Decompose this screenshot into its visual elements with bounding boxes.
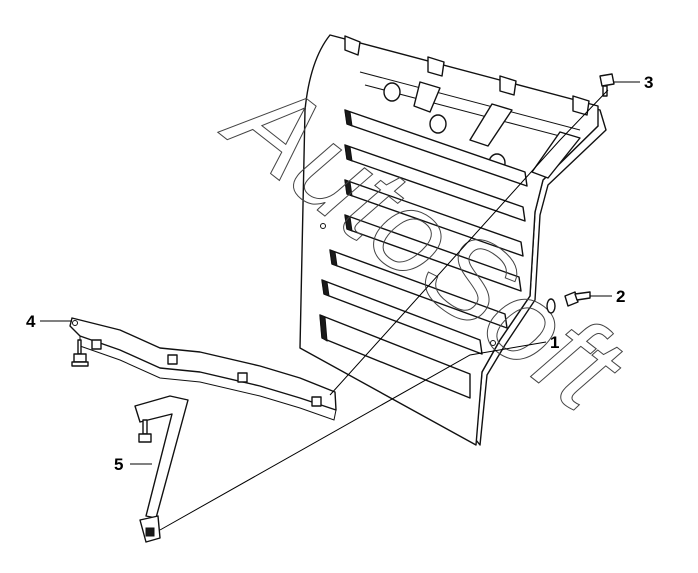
part-1-splash-shield [299, 34, 607, 446]
part-3-bolt [599, 73, 615, 97]
callout-3: 3 [644, 73, 653, 92]
callout-5: 5 [114, 455, 123, 474]
louvers [319, 109, 528, 399]
top-tab-1 [344, 35, 361, 56]
callout-1: 1 [550, 333, 559, 352]
callout-4: 4 [26, 312, 36, 331]
leader-lines [40, 81, 640, 531]
part-4-bracket [69, 317, 337, 421]
bracket-bolt [71, 339, 89, 367]
clip-1 [383, 82, 401, 102]
part-2-bolt-washer [546, 291, 591, 314]
clip-2 [429, 114, 447, 134]
part-5-strut [134, 395, 189, 543]
callout-2: 2 [616, 287, 625, 306]
top-tab-3 [499, 75, 517, 96]
top-tab-4 [572, 95, 590, 116]
strut-bolt [138, 419, 152, 443]
top-tab-2 [427, 56, 445, 77]
